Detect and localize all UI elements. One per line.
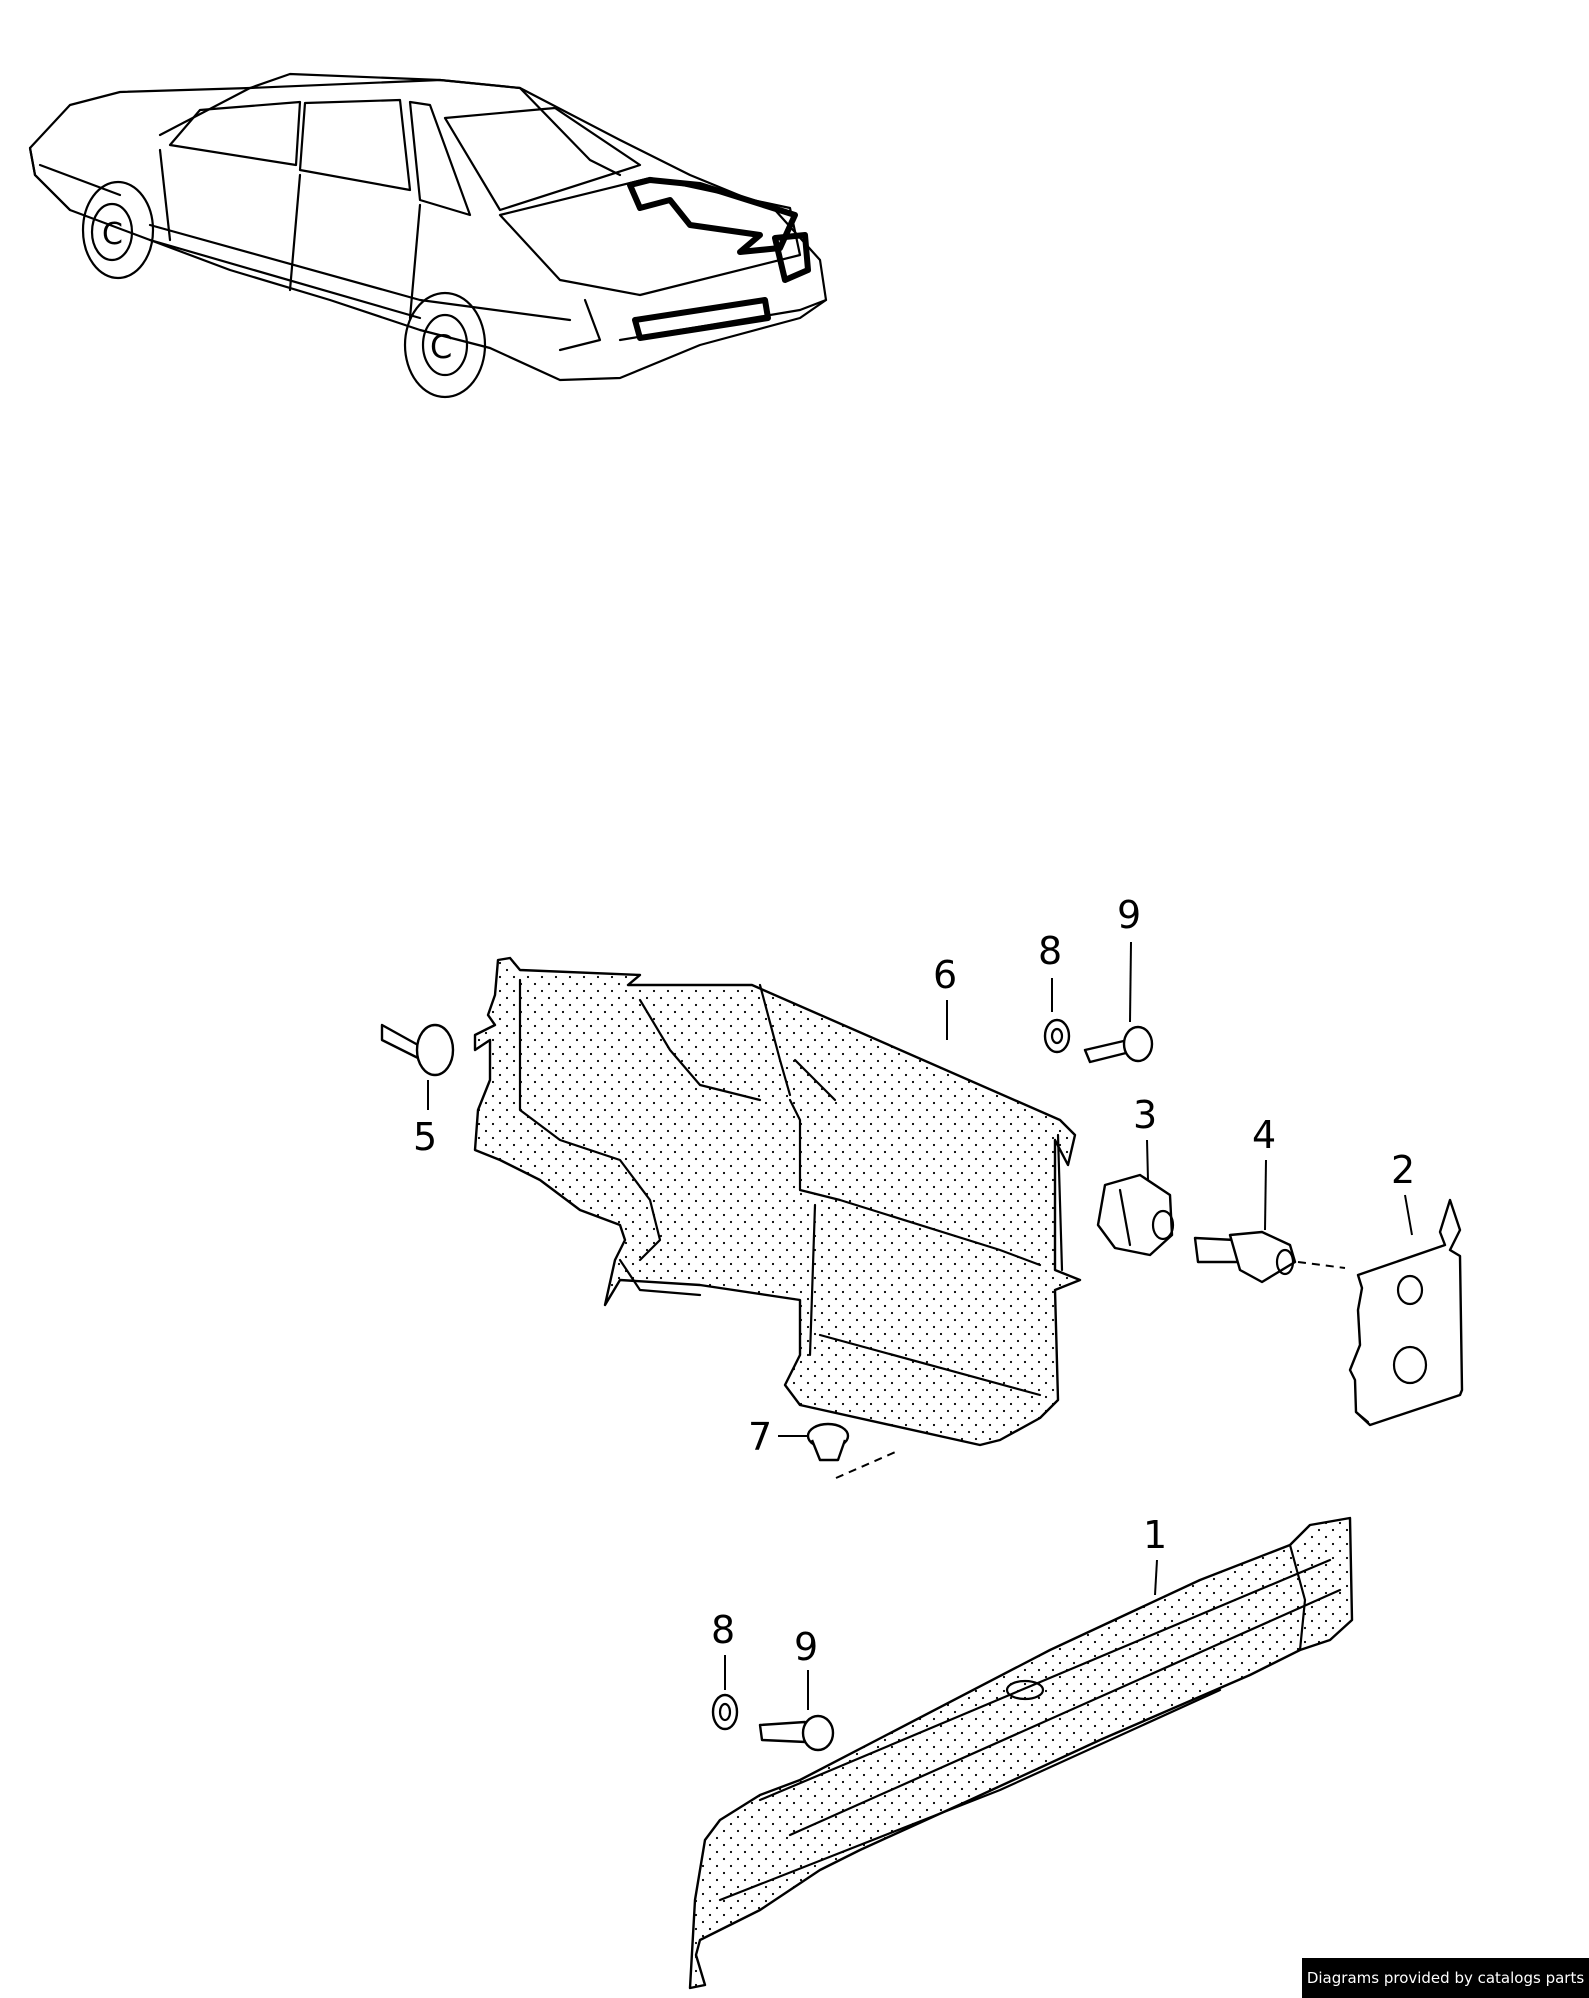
callout-2: 2 — [1391, 1148, 1415, 1192]
trunk-trim-panel — [473, 956, 1082, 1447]
callout-1: 1 — [1143, 1513, 1167, 1557]
callout-8a: 8 — [1038, 929, 1062, 973]
washer-lower — [711, 1693, 739, 1731]
callout-9b: 9 — [794, 1625, 818, 1669]
sill-trim-panel — [688, 1516, 1354, 1990]
callout-6: 6 — [933, 953, 957, 997]
leader-2 — [1404, 1194, 1413, 1236]
callout-8b: 8 — [711, 1608, 735, 1652]
stud-bolt — [1193, 1230, 1346, 1284]
callout-5: 5 — [413, 1115, 437, 1159]
tapping-screw-upper — [1083, 1025, 1154, 1064]
tapping-screw-lower — [758, 1714, 835, 1752]
plug-clip — [806, 1422, 901, 1479]
leader-9a — [1129, 941, 1132, 1023]
svg-text:C: C — [430, 328, 452, 366]
credit-footer: Diagrams provided by catalogs parts — [1302, 1958, 1589, 1998]
retainer-plate — [1348, 1198, 1464, 1427]
car-overview-illustration: C C — [28, 72, 828, 399]
callout-3: 3 — [1133, 1093, 1157, 1137]
callout-9a: 9 — [1117, 893, 1141, 937]
leader-4 — [1264, 1159, 1267, 1231]
leader-1 — [1154, 1559, 1158, 1596]
expanding-rivet — [380, 1023, 455, 1077]
washer-upper — [1043, 1018, 1071, 1054]
callout-7: 7 — [748, 1415, 772, 1459]
leader-3 — [1146, 1139, 1149, 1181]
knurled-nut — [1096, 1173, 1175, 1257]
callout-4: 4 — [1252, 1113, 1276, 1157]
svg-text:C: C — [102, 217, 123, 252]
